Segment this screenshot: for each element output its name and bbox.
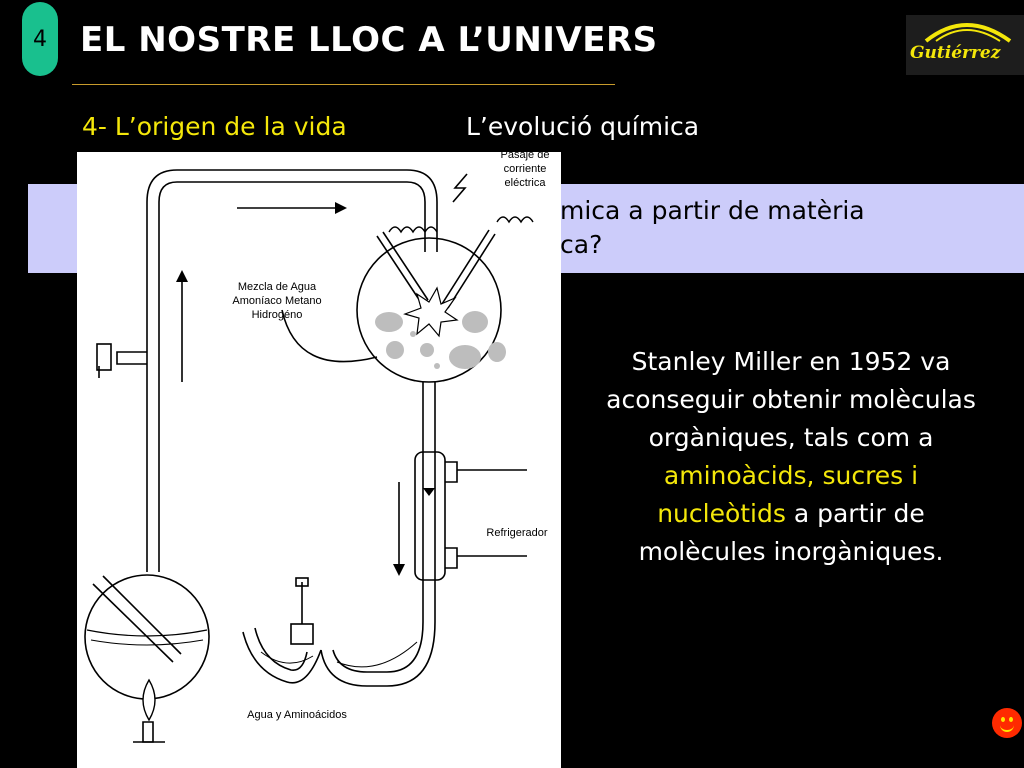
body-text-after: a partir de molècules inorgàniques. [638,499,944,566]
label-mixture-2: Amoníaco Metano [232,295,321,307]
label-current-2: corriente [504,163,547,175]
label-cooler: Refrigerador [486,527,547,539]
title-divider [72,84,615,85]
subtopic-heading: L’evolució química [466,112,700,141]
label-current-3: eléctrica [505,177,547,189]
question-line-2: ca? [560,230,603,259]
body-highlight: aminoàcids, sucres i nucleòtids [657,461,919,528]
logo: Gutiérrez [906,15,1024,75]
label-mixture-1: Mezcla de Agua [238,281,317,293]
section-heading: 4- L’origen de la vida [82,112,347,141]
smiley-right-eye [1009,717,1013,722]
label-water-amino: Agua y Aminoácidos [247,709,347,721]
question-line-1: mica a partir de matèria [560,196,865,225]
logo-text: Gutiérrez [910,43,1001,63]
logo-arc [924,23,1012,43]
smiley-icon[interactable] [992,708,1022,738]
label-mixture-3: Hidrogéno [252,309,303,321]
smiley-mouth [1000,723,1014,732]
body-paragraph: Stanley Miller en 1952 va aconseguir obt… [596,343,986,571]
smiley-left-eye [1001,717,1005,722]
miller-experiment-diagram: Pasaje de corriente eléctrica Mezcla de … [77,152,561,768]
question-text: mica a partir de matèria ca? [158,194,1008,262]
slide-number-badge: 4 [22,2,58,76]
apparatus-drawing: Pasaje de corriente eléctrica Mezcla de … [84,152,550,743]
label-current-1: Pasaje de [501,152,550,161]
slide-title: EL NOSTRE LLOC A L’UNIVERS [80,20,658,60]
slide-number: 4 [33,26,47,52]
body-text-before: Stanley Miller en 1952 va aconseguir obt… [606,347,976,452]
